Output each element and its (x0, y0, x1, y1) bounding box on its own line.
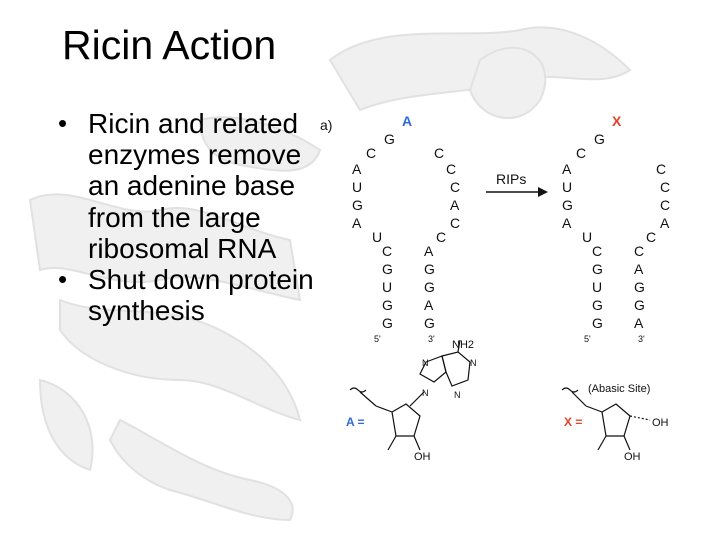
rna-base: C (660, 197, 670, 213)
rna-base: C (450, 179, 460, 195)
right-three-prime: 3' (638, 334, 645, 344)
rna-base: C (634, 243, 644, 259)
left-three-prime: 3' (428, 334, 435, 344)
rna-base: A (660, 215, 670, 231)
rna-base: G (634, 297, 645, 313)
rna-base: A (352, 161, 362, 177)
slide-title: Ricin Action (62, 22, 277, 68)
bullet-dot-icon: • (58, 108, 68, 138)
bullet-text: Shut down protein synthesis (88, 264, 314, 327)
rna-base: U (352, 179, 362, 195)
rna-base: U (562, 179, 572, 195)
rna-base: A (634, 315, 644, 331)
rna-base: G (384, 131, 395, 147)
rna-base: A (424, 243, 434, 259)
rna-base: U (582, 229, 592, 245)
rna-base: A (634, 261, 644, 277)
rna-base: C (382, 243, 392, 259)
rna-base: A (562, 161, 572, 177)
abasic-oh-bottom: OH (624, 451, 641, 463)
rna-base: A (562, 215, 572, 231)
rna-base: C (436, 229, 446, 245)
rna-base: C (576, 145, 586, 161)
rna-base: C (656, 161, 666, 177)
rna-base: G (562, 197, 573, 213)
left-five-prime: 5' (374, 334, 381, 344)
ring-n-3: N (454, 390, 461, 400)
right-marked-base: X (612, 113, 622, 129)
bullet-list: • Ricin and related enzymes remove an ade… (58, 108, 338, 326)
left-marked-base: A (402, 113, 412, 129)
amine-label: NH2 (452, 339, 474, 351)
arrow-label: RIPs (496, 171, 526, 187)
rips-arrow: RIPs (486, 171, 548, 197)
rna-base: U (372, 229, 382, 245)
abasic-site-structure (561, 387, 651, 451)
rna-base: A (450, 197, 460, 213)
rna-base: G (382, 315, 393, 331)
rna-base: G (382, 297, 393, 313)
rna-base: G (424, 279, 435, 295)
panel-label: a) (320, 117, 332, 133)
ring-n-1: N (422, 358, 429, 368)
rna-base: G (592, 261, 603, 277)
bullet-item: • Shut down protein synthesis (58, 264, 318, 326)
adenosine-oh: OH (414, 451, 431, 463)
ring-n-4: N (422, 388, 429, 398)
rna-base: U (592, 279, 602, 295)
abasic-note: (Abasic Site) (588, 383, 650, 395)
rna-base: G (592, 297, 603, 313)
abasic-oh-right: OH (652, 417, 669, 429)
rna-base: G (424, 315, 435, 331)
rna-base: G (382, 261, 393, 277)
rna-base: A (352, 215, 362, 231)
rna-base: C (446, 161, 456, 177)
bullet-item: • Ricin and related enzymes remove an ade… (58, 108, 318, 264)
rna-base: G (352, 197, 363, 213)
rna-base: C (434, 145, 444, 161)
rna-base: A (424, 297, 434, 313)
rna-base: C (450, 215, 460, 231)
rna-base: G (424, 261, 435, 277)
rna-base: U (382, 279, 392, 295)
rna-base: C (366, 145, 376, 161)
rna-base: C (660, 179, 670, 195)
arrowhead-icon (538, 187, 548, 197)
bullet-dot-icon: • (58, 264, 68, 295)
rna-base: G (592, 315, 603, 331)
right-five-prime: 5' (584, 334, 591, 344)
rna-base: C (646, 229, 656, 245)
adenosine-structure (349, 339, 471, 451)
ring-n-2: N (470, 358, 477, 368)
abasic-label: X = (564, 415, 582, 429)
rna-base: G (634, 279, 645, 295)
rna-base: G (594, 131, 605, 147)
adenosine-label: A = (346, 415, 365, 429)
bullet-text: Ricin and related enzymes remove an aden… (88, 108, 302, 264)
rna-base: C (592, 243, 602, 259)
